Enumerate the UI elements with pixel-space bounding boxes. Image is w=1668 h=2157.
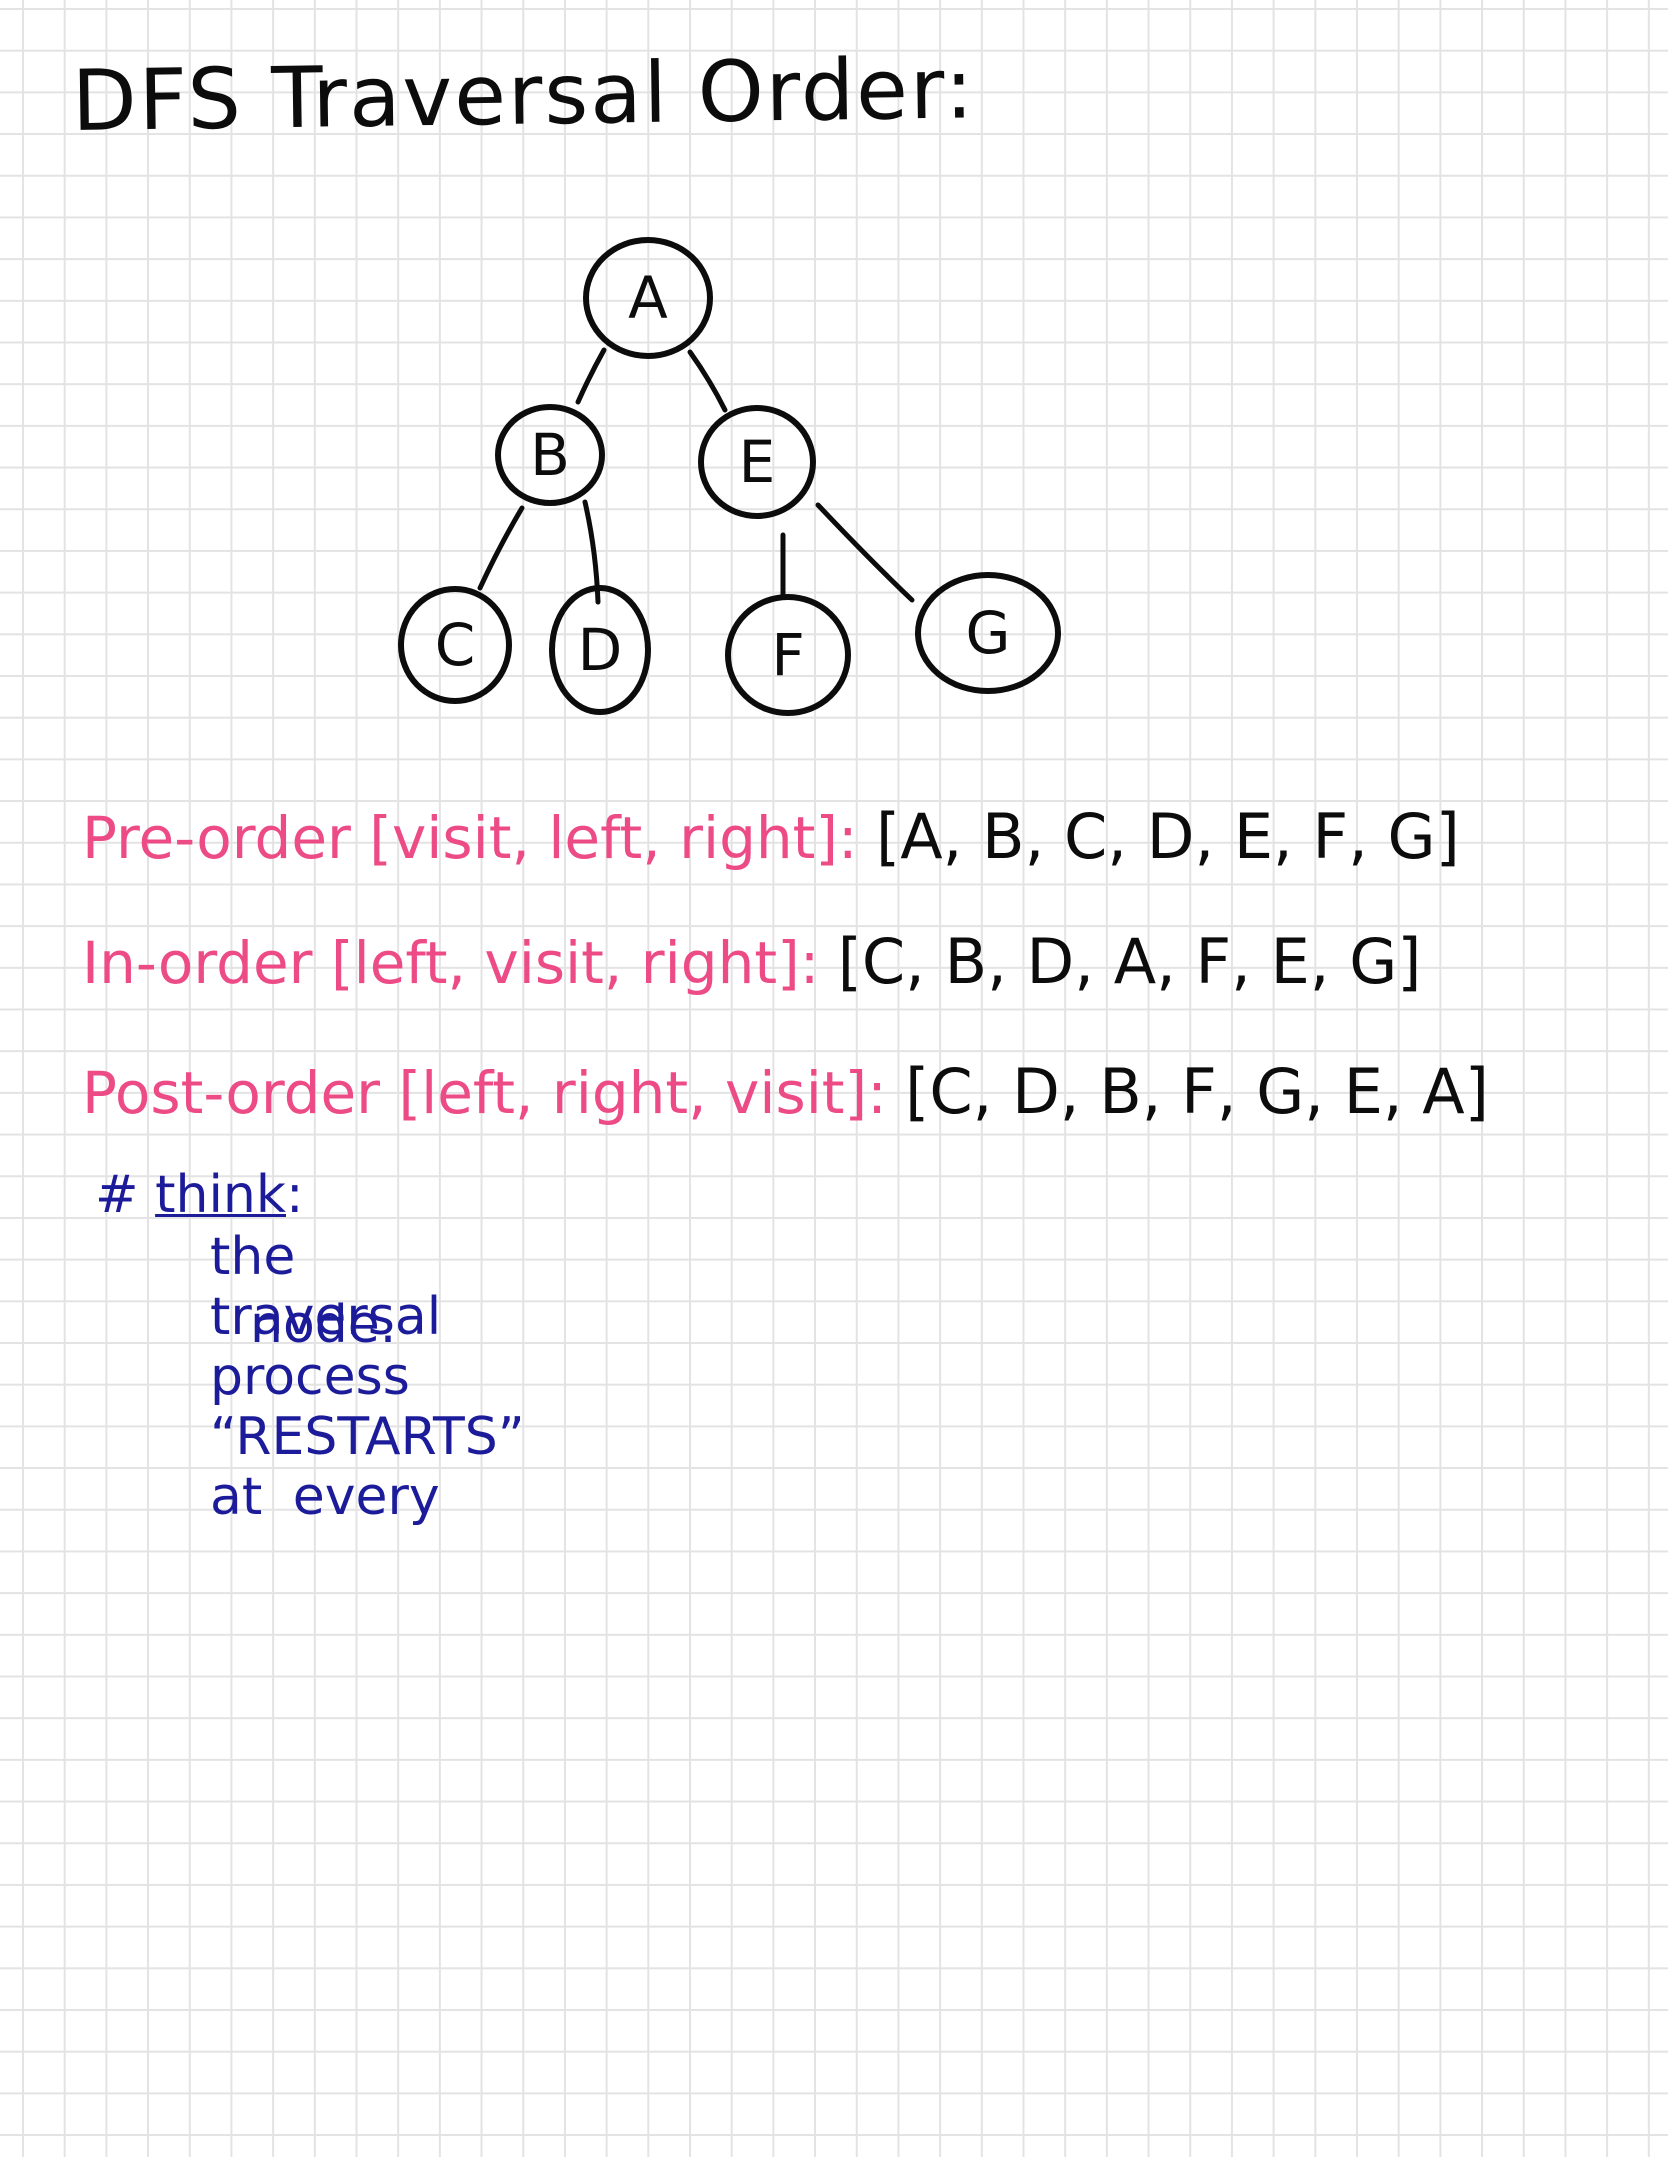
node-label-a: A bbox=[628, 264, 668, 332]
note-line-1: the traversal process “RESTARTS” at ever… bbox=[210, 1227, 525, 1527]
in-order-colon: : bbox=[799, 929, 820, 997]
tree-node-e: E bbox=[698, 405, 816, 519]
think-note: # think: the traversal process “RESTARTS… bbox=[95, 1165, 525, 1527]
in-order-result: [C, B, D, A, F, E, G] bbox=[837, 925, 1422, 998]
pre-order-row: Pre-order [visit, left, right]: [A, B, C… bbox=[82, 800, 1460, 873]
note-heading-text: think bbox=[155, 1165, 286, 1225]
tree-node-b: B bbox=[495, 404, 605, 506]
post-order-result: [C, D, B, F, G, E, A] bbox=[905, 1055, 1489, 1128]
in-order-label: In-order [left, visit, right] bbox=[82, 929, 800, 997]
pre-order-result: [A, B, C, D, E, F, G] bbox=[876, 800, 1460, 873]
note-heading-colon: : bbox=[285, 1165, 304, 1225]
post-order-colon: : bbox=[867, 1059, 887, 1127]
pre-order-colon: : bbox=[838, 804, 858, 872]
edge-a-e bbox=[687, 349, 728, 413]
note-heading: # think: bbox=[95, 1165, 304, 1225]
note-line-2: node. bbox=[250, 1295, 397, 1355]
pre-order-label: Pre-order [visit, left, right] bbox=[82, 804, 839, 872]
note-bullet: # bbox=[95, 1165, 139, 1225]
node-label-e: E bbox=[739, 428, 776, 496]
tree-node-a: A bbox=[583, 237, 713, 359]
edge-e-g bbox=[815, 502, 915, 603]
in-order-row: In-order [left, visit, right]: [C, B, D,… bbox=[82, 925, 1421, 998]
node-label-d: D bbox=[578, 616, 623, 684]
post-order-label: Post-order [left, right, visit] bbox=[82, 1059, 868, 1127]
node-label-c: C bbox=[435, 611, 476, 679]
node-label-g: G bbox=[966, 599, 1011, 667]
post-order-row: Post-order [left, right, visit]: [C, D, … bbox=[82, 1055, 1489, 1128]
tree-node-f: F bbox=[725, 594, 851, 716]
node-label-b: B bbox=[530, 421, 570, 489]
tree-node-c: C bbox=[398, 586, 512, 704]
binary-tree-diagram: A B E C D F G bbox=[398, 237, 1061, 716]
node-label-f: F bbox=[771, 621, 804, 689]
edge-b-c bbox=[477, 505, 525, 591]
tree-node-g: G bbox=[915, 572, 1061, 694]
tree-node-d: D bbox=[549, 585, 651, 715]
edge-a-b bbox=[575, 347, 607, 405]
